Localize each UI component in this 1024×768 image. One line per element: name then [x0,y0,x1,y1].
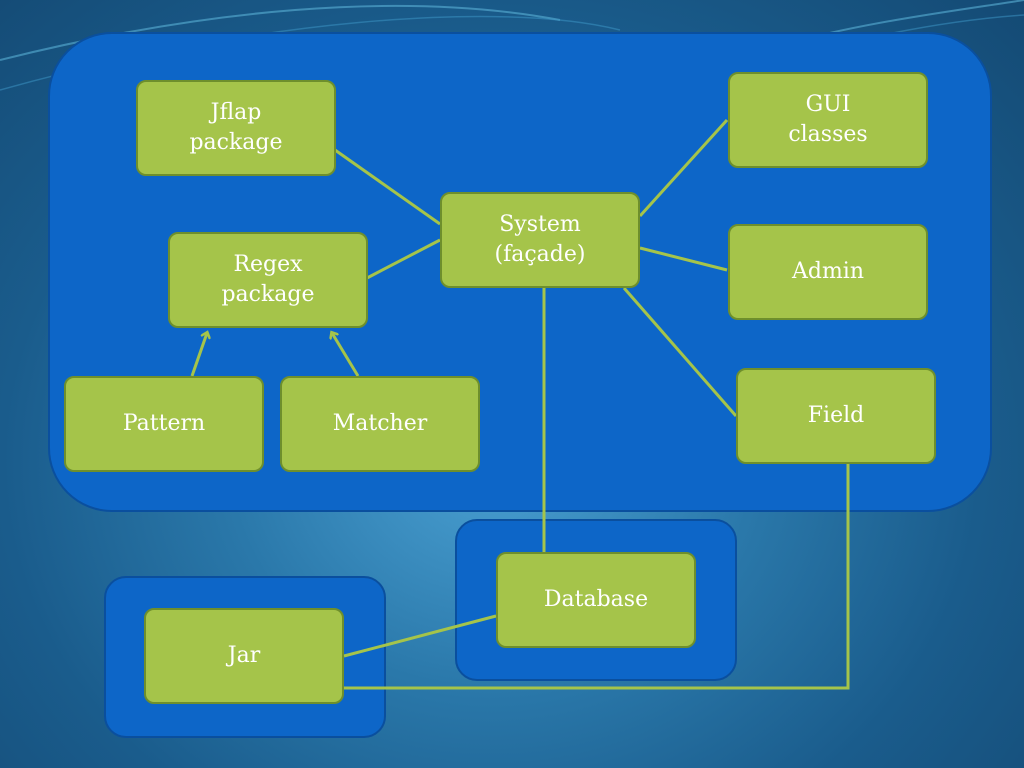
connector-system-field [622,287,738,417]
gui-classes-node[interactable]: GUI classes [728,72,928,168]
connector-field-jar [344,464,850,690]
connector-regex-system [366,238,441,280]
arrow-matcher-regex [332,333,360,377]
pattern-label: Pattern [122,411,206,436]
database-label: Database [543,587,649,612]
gui-classes-label-line2: classes [788,122,868,147]
system-facade-node[interactable]: System (façade) [440,192,640,288]
matcher-label: Matcher [332,411,428,436]
jar-node[interactable]: Jar [144,608,344,704]
jar-label: Jar [227,643,261,668]
matcher-node[interactable]: Matcher [280,376,480,472]
jflap-package-label-line2: package [189,130,283,155]
admin-node[interactable]: Admin [728,224,928,320]
gui-classes-label-line1: GUI [805,92,851,117]
pattern-node[interactable]: Pattern [64,376,264,472]
regex-package-node[interactable]: Regex package [168,232,368,328]
field-label: Field [807,403,865,428]
connector-jflap-system [334,148,441,226]
connector-system-gui [638,118,729,218]
regex-package-label-line2: package [221,282,315,307]
system-facade-label-line2: (façade) [494,242,586,267]
jflap-package-node[interactable]: Jflap package [136,80,336,176]
field-node[interactable]: Field [736,368,936,464]
arrow-pattern-regex [190,333,207,377]
connector-system-admin [639,246,728,272]
jflap-package-label-line1: Jflap [210,100,262,125]
regex-package-label-line1: Regex [233,252,303,277]
database-node[interactable]: Database [496,552,696,648]
admin-label: Admin [791,259,865,284]
connector-database-jar [343,614,497,658]
system-facade-label-line1: System [499,212,581,237]
